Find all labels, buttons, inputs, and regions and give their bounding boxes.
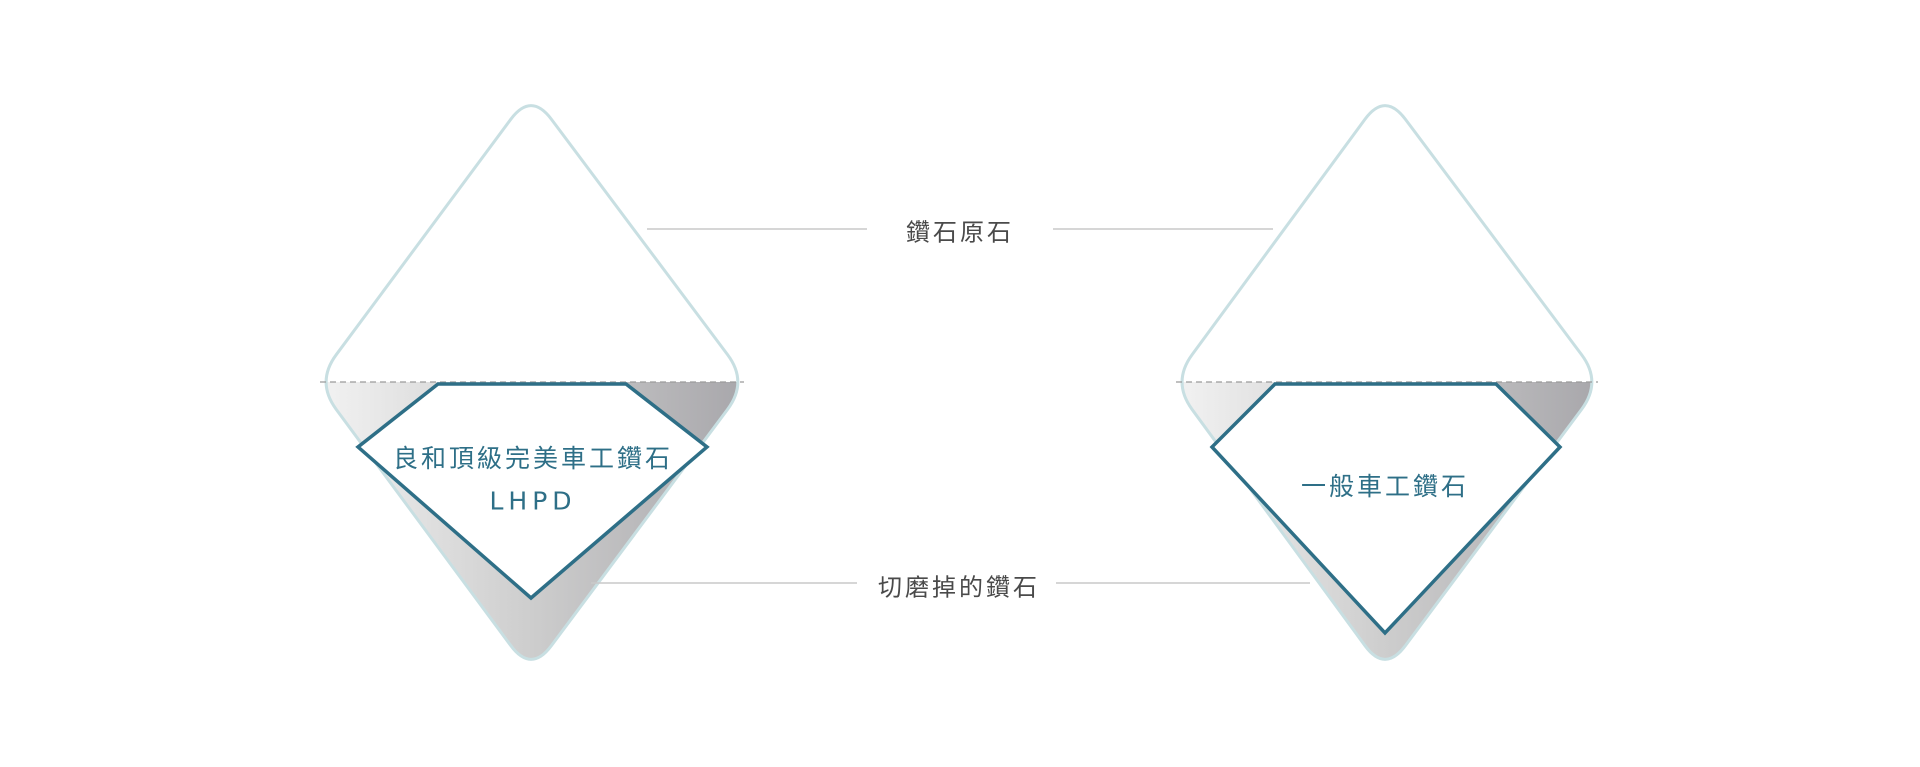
lhpd-diamond-subtitle: LHPD xyxy=(489,486,577,516)
label-cut-away-diamond: 切磨掉的鑽石 xyxy=(878,573,1040,602)
lhpd-diamond xyxy=(320,104,744,661)
cut-diamond-outline xyxy=(1209,382,1563,636)
standard-diamond-name: 一般車工鑽石 xyxy=(1300,472,1470,501)
label-rough-diamond: 鑽石原石 xyxy=(906,218,1014,247)
rough-diamond-outline xyxy=(1180,104,1594,661)
lhpd-diamond-name: 良和頂級完美車工鑽石 xyxy=(392,444,674,473)
cut-diamond-outline xyxy=(355,382,710,601)
rough-diamond-outline xyxy=(324,104,740,661)
standard-diamond xyxy=(1176,104,1598,661)
